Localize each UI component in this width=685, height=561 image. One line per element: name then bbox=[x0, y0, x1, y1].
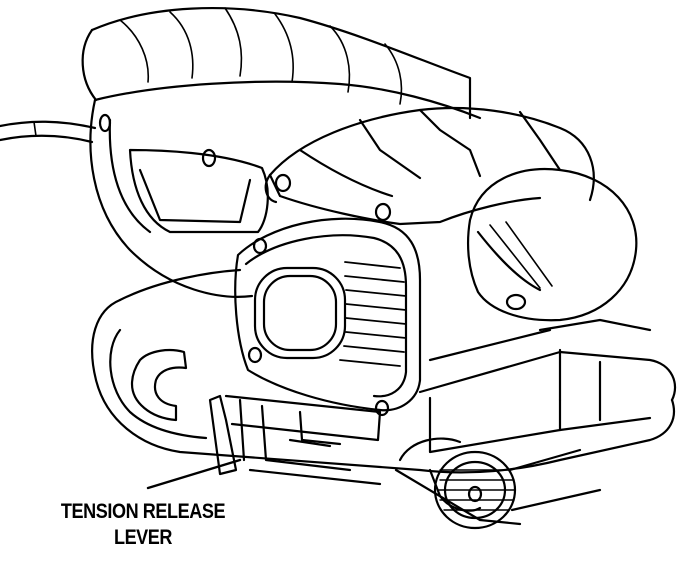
base-housing bbox=[91, 268, 677, 474]
motor-housing bbox=[264, 106, 595, 226]
callout-leader-line bbox=[146, 458, 242, 490]
front-roller bbox=[394, 437, 602, 530]
tension-lever-area bbox=[208, 394, 382, 486]
dust-bag bbox=[81, 7, 472, 120]
tension-release-lever-label: TENSION RELEASE LEVER bbox=[36, 499, 251, 551]
front-knob bbox=[466, 168, 638, 322]
power-cord bbox=[0, 120, 97, 144]
rear-handle bbox=[89, 80, 482, 298]
motor-end-cap bbox=[234, 217, 422, 417]
label-line-1: TENSION RELEASE bbox=[60, 500, 226, 523]
label-line-2: LEVER bbox=[113, 526, 173, 549]
